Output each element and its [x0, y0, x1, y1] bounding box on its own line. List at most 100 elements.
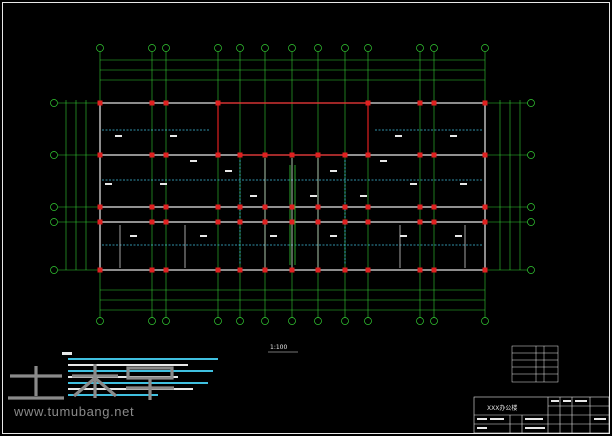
axis-bubble-bottom [148, 317, 156, 325]
axis-bubble-top [288, 44, 296, 52]
column [215, 100, 221, 106]
axis-bubble-top [430, 44, 438, 52]
column [97, 100, 103, 106]
column [417, 100, 423, 106]
column [365, 267, 371, 273]
column [149, 100, 155, 106]
axis-bubble-left [50, 218, 58, 226]
beam-tag [455, 235, 462, 237]
column [149, 267, 155, 273]
column [315, 267, 321, 273]
column [431, 219, 437, 225]
plan-scale-label: 1:100 [270, 344, 288, 351]
axis-bubble-bottom [430, 317, 438, 325]
axis-bubble-top [261, 44, 269, 52]
axis-bubble-right [527, 151, 535, 159]
column [342, 204, 348, 210]
axis-bubble-top [416, 44, 424, 52]
column [163, 267, 169, 273]
column [163, 219, 169, 225]
column [315, 204, 321, 210]
column [163, 100, 169, 106]
column [163, 152, 169, 158]
axis-bubble-bottom [236, 317, 244, 325]
axis-bubble-top [364, 44, 372, 52]
column [97, 219, 103, 225]
beam-tag [460, 183, 467, 185]
axis-bubble-bottom [416, 317, 424, 325]
axis-bubble-top [481, 44, 489, 52]
cyan-detail-lines [102, 129, 483, 265]
column [365, 204, 371, 210]
column [315, 152, 321, 158]
beam-tag [410, 183, 417, 185]
column [237, 204, 243, 210]
column [431, 152, 437, 158]
beam-tag [380, 160, 387, 162]
column [482, 267, 488, 273]
column [417, 219, 423, 225]
column [289, 204, 295, 210]
beam-tag [310, 195, 317, 197]
grid-axis-lines [58, 52, 528, 318]
column [262, 204, 268, 210]
beam-tag [170, 135, 177, 137]
bottom-dimension-lines [100, 289, 485, 311]
column [262, 152, 268, 158]
column [237, 267, 243, 273]
beam-tag [330, 235, 337, 237]
watermark-logo [8, 364, 174, 400]
axis-bubble-top [214, 44, 222, 52]
column [365, 100, 371, 106]
axis-bubble-top [236, 44, 244, 52]
axis-bubble-bottom [288, 317, 296, 325]
axis-bubble-bottom [162, 317, 170, 325]
column [149, 219, 155, 225]
axis-bubble-top [162, 44, 170, 52]
column [315, 219, 321, 225]
axis-bubble-bottom [214, 317, 222, 325]
axis-bubble-top [341, 44, 349, 52]
beam-tags [105, 135, 467, 237]
column [417, 267, 423, 273]
beam-tag [395, 135, 402, 137]
beam-tag [160, 183, 167, 185]
column [289, 152, 295, 158]
beam-tag [225, 170, 232, 172]
column [431, 100, 437, 106]
axis-bubble-top [314, 44, 322, 52]
column [342, 219, 348, 225]
grid-axis-bubbles [50, 44, 535, 325]
interior-partitions [119, 158, 466, 268]
project-name: XXX办公楼 [487, 405, 518, 412]
beam-tag [250, 195, 257, 197]
column [262, 219, 268, 225]
column [237, 219, 243, 225]
beam-tag [360, 195, 367, 197]
axis-bubble-right [527, 203, 535, 211]
column [237, 152, 243, 158]
column [97, 267, 103, 273]
axis-bubble-top [96, 44, 104, 52]
red-beams [217, 102, 369, 156]
column [482, 219, 488, 225]
title-block-fields [477, 400, 606, 429]
axis-bubble-bottom [481, 317, 489, 325]
column [365, 152, 371, 158]
beam-tag [450, 135, 457, 137]
title-block [473, 396, 610, 434]
axis-bubble-left [50, 151, 58, 159]
axis-bubble-right [527, 99, 535, 107]
column [431, 204, 437, 210]
column [365, 219, 371, 225]
axis-bubble-right [527, 266, 535, 274]
beam-tag [270, 235, 277, 237]
stair-core [289, 165, 296, 265]
legend-table [511, 345, 559, 383]
column [97, 204, 103, 210]
axis-bubble-bottom [314, 317, 322, 325]
column [417, 152, 423, 158]
column [149, 152, 155, 158]
